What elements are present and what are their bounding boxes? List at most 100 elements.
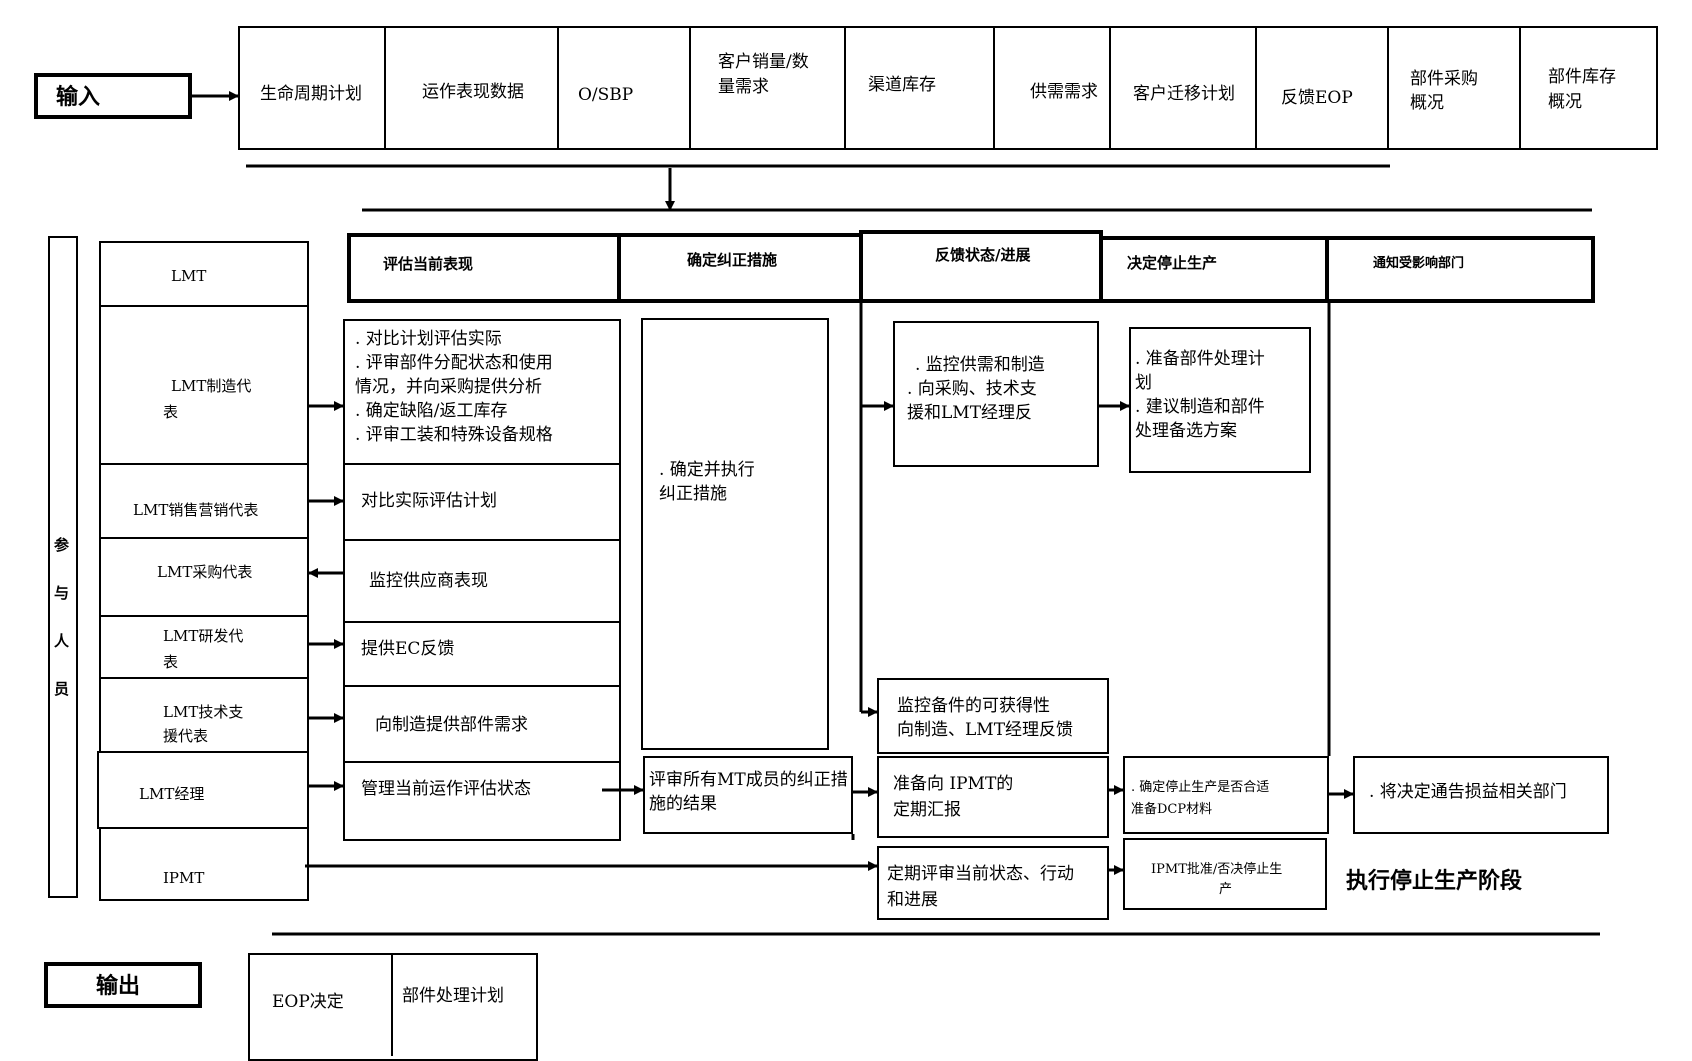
task-line: 管理当前运作评估状态 [361,779,531,799]
task-line: . 准备部件处理计 [1135,349,1265,369]
input-table [238,26,1658,150]
stage-label: 执行停止生产阶段 [1346,869,1523,894]
task-line: 情况，并向采购提供分析 [355,377,542,397]
task-line: 向制造提供部件需求 [375,715,528,735]
task-line: 对比实际评估计划 [361,491,497,511]
participants-char: 员 [54,680,70,698]
task-line: 定期评审当前状态、行动 [887,864,1074,884]
task-monitor-supply: . 监控供需和制造 . 向采购、技术支 援和LMT经理反 [893,321,1099,467]
output-label: 输出 [96,974,141,999]
task-line: . 确定缺陷/返工库存 [355,401,508,421]
task-periodic-review: 定期评审当前状态、行动 和进展 [877,846,1109,920]
input-label: 输入 [56,85,101,110]
task-prepare-parts-plan: . 准备部件处理计 划 . 建议制造和部件 处理备选方案 [1129,327,1311,473]
task-line: 定期汇报 [893,800,961,820]
task-line: 提供EC反馈 [361,639,455,659]
phase-corrective-actions: 确定纠正措施 [617,233,863,303]
task-purchase-monitor: 监控供应商表现 [343,539,621,623]
task-line: . 建议制造和部件 [1135,397,1265,417]
task-rd-ec: 提供EC反馈 [343,621,621,687]
role-lmt-rd: LMT研发代 表 [99,615,309,679]
separators [246,164,1600,936]
input-item-parts-inventory-2: 概况 [1548,92,1582,112]
arrows [192,91,1354,875]
role-label: LMT销售营销代表 [133,501,259,519]
task-line: 施的结果 [649,794,717,814]
participants-char: 参 [54,536,70,554]
task-corrective: . 确定并执行 纠正措施 [641,318,829,750]
task-line: 和进展 [887,890,938,910]
task-line: 监控供应商表现 [369,571,488,591]
task-monitor-spares: 监控备件的可获得性 向制造、LMT经理反馈 [877,678,1109,754]
input-item-operation-data: 运作表现数据 [422,82,524,102]
task-line: . 对比计划评估实际 [355,329,502,349]
input-item-customer-migration: 客户迁移计划 [1133,84,1235,104]
task-line: 纠正措施 [659,484,727,504]
role-label: LMT经理 [139,785,205,803]
task-line: 准备DCP材料 [1131,802,1213,817]
input-item-supply-demand: 供需需求 [1030,82,1098,102]
input-item-customer-volume-2: 量需求 [718,77,769,97]
phase-feedback-status: 反馈状态/进展 [859,230,1103,303]
role-label: IPMT [163,869,205,887]
task-review-results: 评审所有MT成员的纠正措 施的结果 [643,756,853,834]
task-support-parts: 向制造提供部件需求 [343,685,621,763]
task-line: 评审所有MT成员的纠正措 [649,770,848,790]
phase-label: 确定纠正措施 [687,251,778,269]
role-label: 援代表 [163,727,209,745]
role-label: LMT制造代 [171,377,252,395]
phase-label: 决定停止生产 [1127,254,1218,272]
input-label-box: 输入 [34,73,192,119]
output-eop-decision: EOP决定 [272,992,344,1012]
role-label: 表 [163,653,179,671]
task-manager-manage: 管理当前运作评估状态 [343,761,621,841]
input-item-feedback-eop: 反馈EOP [1281,88,1353,108]
input-item-lifecycle-plan: 生命周期计划 [260,84,362,104]
task-line: . 监控供需和制造 [915,355,1045,375]
participants-char: 与 [54,584,70,602]
phase-label: 评估当前表现 [383,255,474,273]
phase-label: 通知受影响部门 [1373,256,1465,271]
role-ipmt: IPMT [99,827,309,901]
output-parts-plan: 部件处理计划 [402,986,504,1006]
task-line: 划 [1135,373,1152,393]
task-line: 处理备选方案 [1135,421,1237,441]
task-line: 准备向 IPMT的 [893,774,1014,794]
role-label: LMT采购代表 [157,563,253,581]
participants-char: 人 [54,632,70,650]
task-line: . 确定并执行 [659,460,755,480]
role-label: LMT技术支 [163,703,244,721]
phase-decide-stop: 决定停止生产 [1099,236,1329,303]
role-label: LMT [171,267,207,285]
role-lmt-tech-support: LMT技术支 援代表 [99,677,309,753]
input-item-customer-volume-1: 客户销量/数 [718,52,809,72]
phase-notify-departments: 通知受影响部门 [1325,236,1595,303]
input-item-parts-inventory-1: 部件库存 [1548,67,1616,87]
task-sales-assess: 对比实际评估计划 [343,463,621,541]
input-item-osbp: O/SBP [578,85,634,105]
task-notify: . 将决定通告损益相关部门 [1353,756,1609,834]
task-line: 向制造、LMT经理反馈 [897,720,1074,740]
output-label-box: 输出 [44,962,202,1008]
task-line: . 评审部件分配状态和使用 [355,353,553,373]
task-line: . 确定停止生产是否合适 [1131,780,1270,795]
input-dividers [384,26,1521,1056]
phase-label: 反馈状态/进展 [935,246,1031,264]
task-ipmt-approve: IPMT批准/否决停止生 产 [1123,838,1327,910]
input-item-parts-purchase-2: 概况 [1410,93,1444,113]
task-line: 监控备件的可获得性 [897,696,1050,716]
task-prepare-report: 准备向 IPMT的 定期汇报 [877,756,1109,838]
task-line: . 向采购、技术支 [907,379,1037,399]
task-line: . 将决定通告损益相关部门 [1369,782,1567,802]
input-item-parts-purchase-1: 部件采购 [1410,69,1478,89]
phase-assess-current: 评估当前表现 [347,233,621,303]
task-line: 产 [1219,882,1233,897]
participants-label-box: 参 与 人 员 [48,236,78,898]
task-mfg-assess: . 对比计划评估实际 . 评审部件分配状态和使用 情况，并向采购提供分析 . 确… [343,319,621,465]
task-line: IPMT批准/否决停止生 [1151,862,1283,877]
role-label: LMT研发代 [163,627,244,645]
task-confirm-stop: . 确定停止生产是否合适 准备DCP材料 [1123,756,1329,834]
input-item-channel-inventory: 渠道库存 [868,75,936,95]
task-line: 援和LMT经理反 [907,403,1033,423]
